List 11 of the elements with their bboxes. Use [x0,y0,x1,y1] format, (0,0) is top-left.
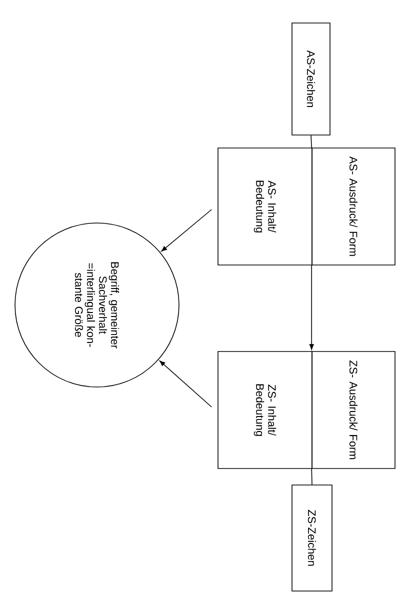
content-box: ZS- Inhalt/ Bedeutung [218,351,312,469]
connector-line [311,468,312,485]
content-box: AS- Inhalt/ Bedeutung [218,148,312,266]
arrow [309,265,314,350]
sign-box: AS-Zeichen [292,22,330,136]
arrow [161,209,212,252]
connector-line [310,135,312,148]
expression-box: ZS- Ausdruck/ Form [312,351,396,469]
expression-box: AS- Ausdruck/ Form [312,148,396,266]
arrow [159,360,212,408]
sign-box: ZS-Zeichen [292,484,332,592]
